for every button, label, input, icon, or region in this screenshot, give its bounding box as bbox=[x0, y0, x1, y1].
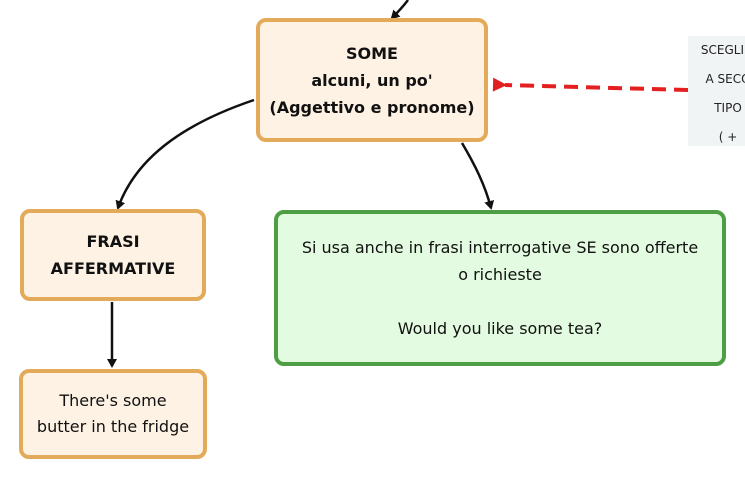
node-frasi-affermative[interactable]: FRASI AFFERMATIVE bbox=[20, 209, 206, 301]
interrogative-line2: o richieste bbox=[458, 265, 542, 284]
node-some[interactable]: SOME alcuni, un po' (Aggettivo e pronome… bbox=[256, 18, 488, 142]
dashed-connector-side-note-to-some bbox=[492, 77, 689, 92]
some-title: SOME bbox=[346, 43, 398, 63]
node-interrogative[interactable]: Si usa anche in frasi interrogative SE s… bbox=[274, 210, 726, 366]
connector-some-to-interrogative bbox=[460, 142, 495, 210]
connector-some-to-frasi bbox=[115, 98, 255, 210]
frasi-line1: FRASI bbox=[86, 232, 140, 251]
side-note-line: SCEGLI T bbox=[700, 43, 745, 57]
side-note-line: TIPO bbox=[714, 101, 742, 115]
connector-top-to-some bbox=[390, 0, 409, 20]
butter-line2: butter in the fridge bbox=[36, 417, 190, 436]
interrogative-line1: Si usa anche in frasi interrogative SE s… bbox=[301, 238, 699, 257]
interrogative-example: Would you like some tea? bbox=[397, 319, 603, 338]
side-note-line: ( + bbox=[718, 130, 738, 144]
node-example-butter[interactable]: There's some butter in the fridge bbox=[19, 369, 207, 459]
side-note-partial[interactable]: SCEGLI T A SECO TIPO ( + bbox=[688, 36, 745, 146]
side-note-line: A SECO bbox=[705, 72, 745, 86]
some-meaning: alcuni, un po' bbox=[311, 70, 433, 90]
frasi-line2: AFFERMATIVE bbox=[50, 259, 176, 278]
some-type: (Aggettivo e pronome) bbox=[269, 97, 475, 117]
butter-line1: There's some bbox=[59, 391, 167, 410]
